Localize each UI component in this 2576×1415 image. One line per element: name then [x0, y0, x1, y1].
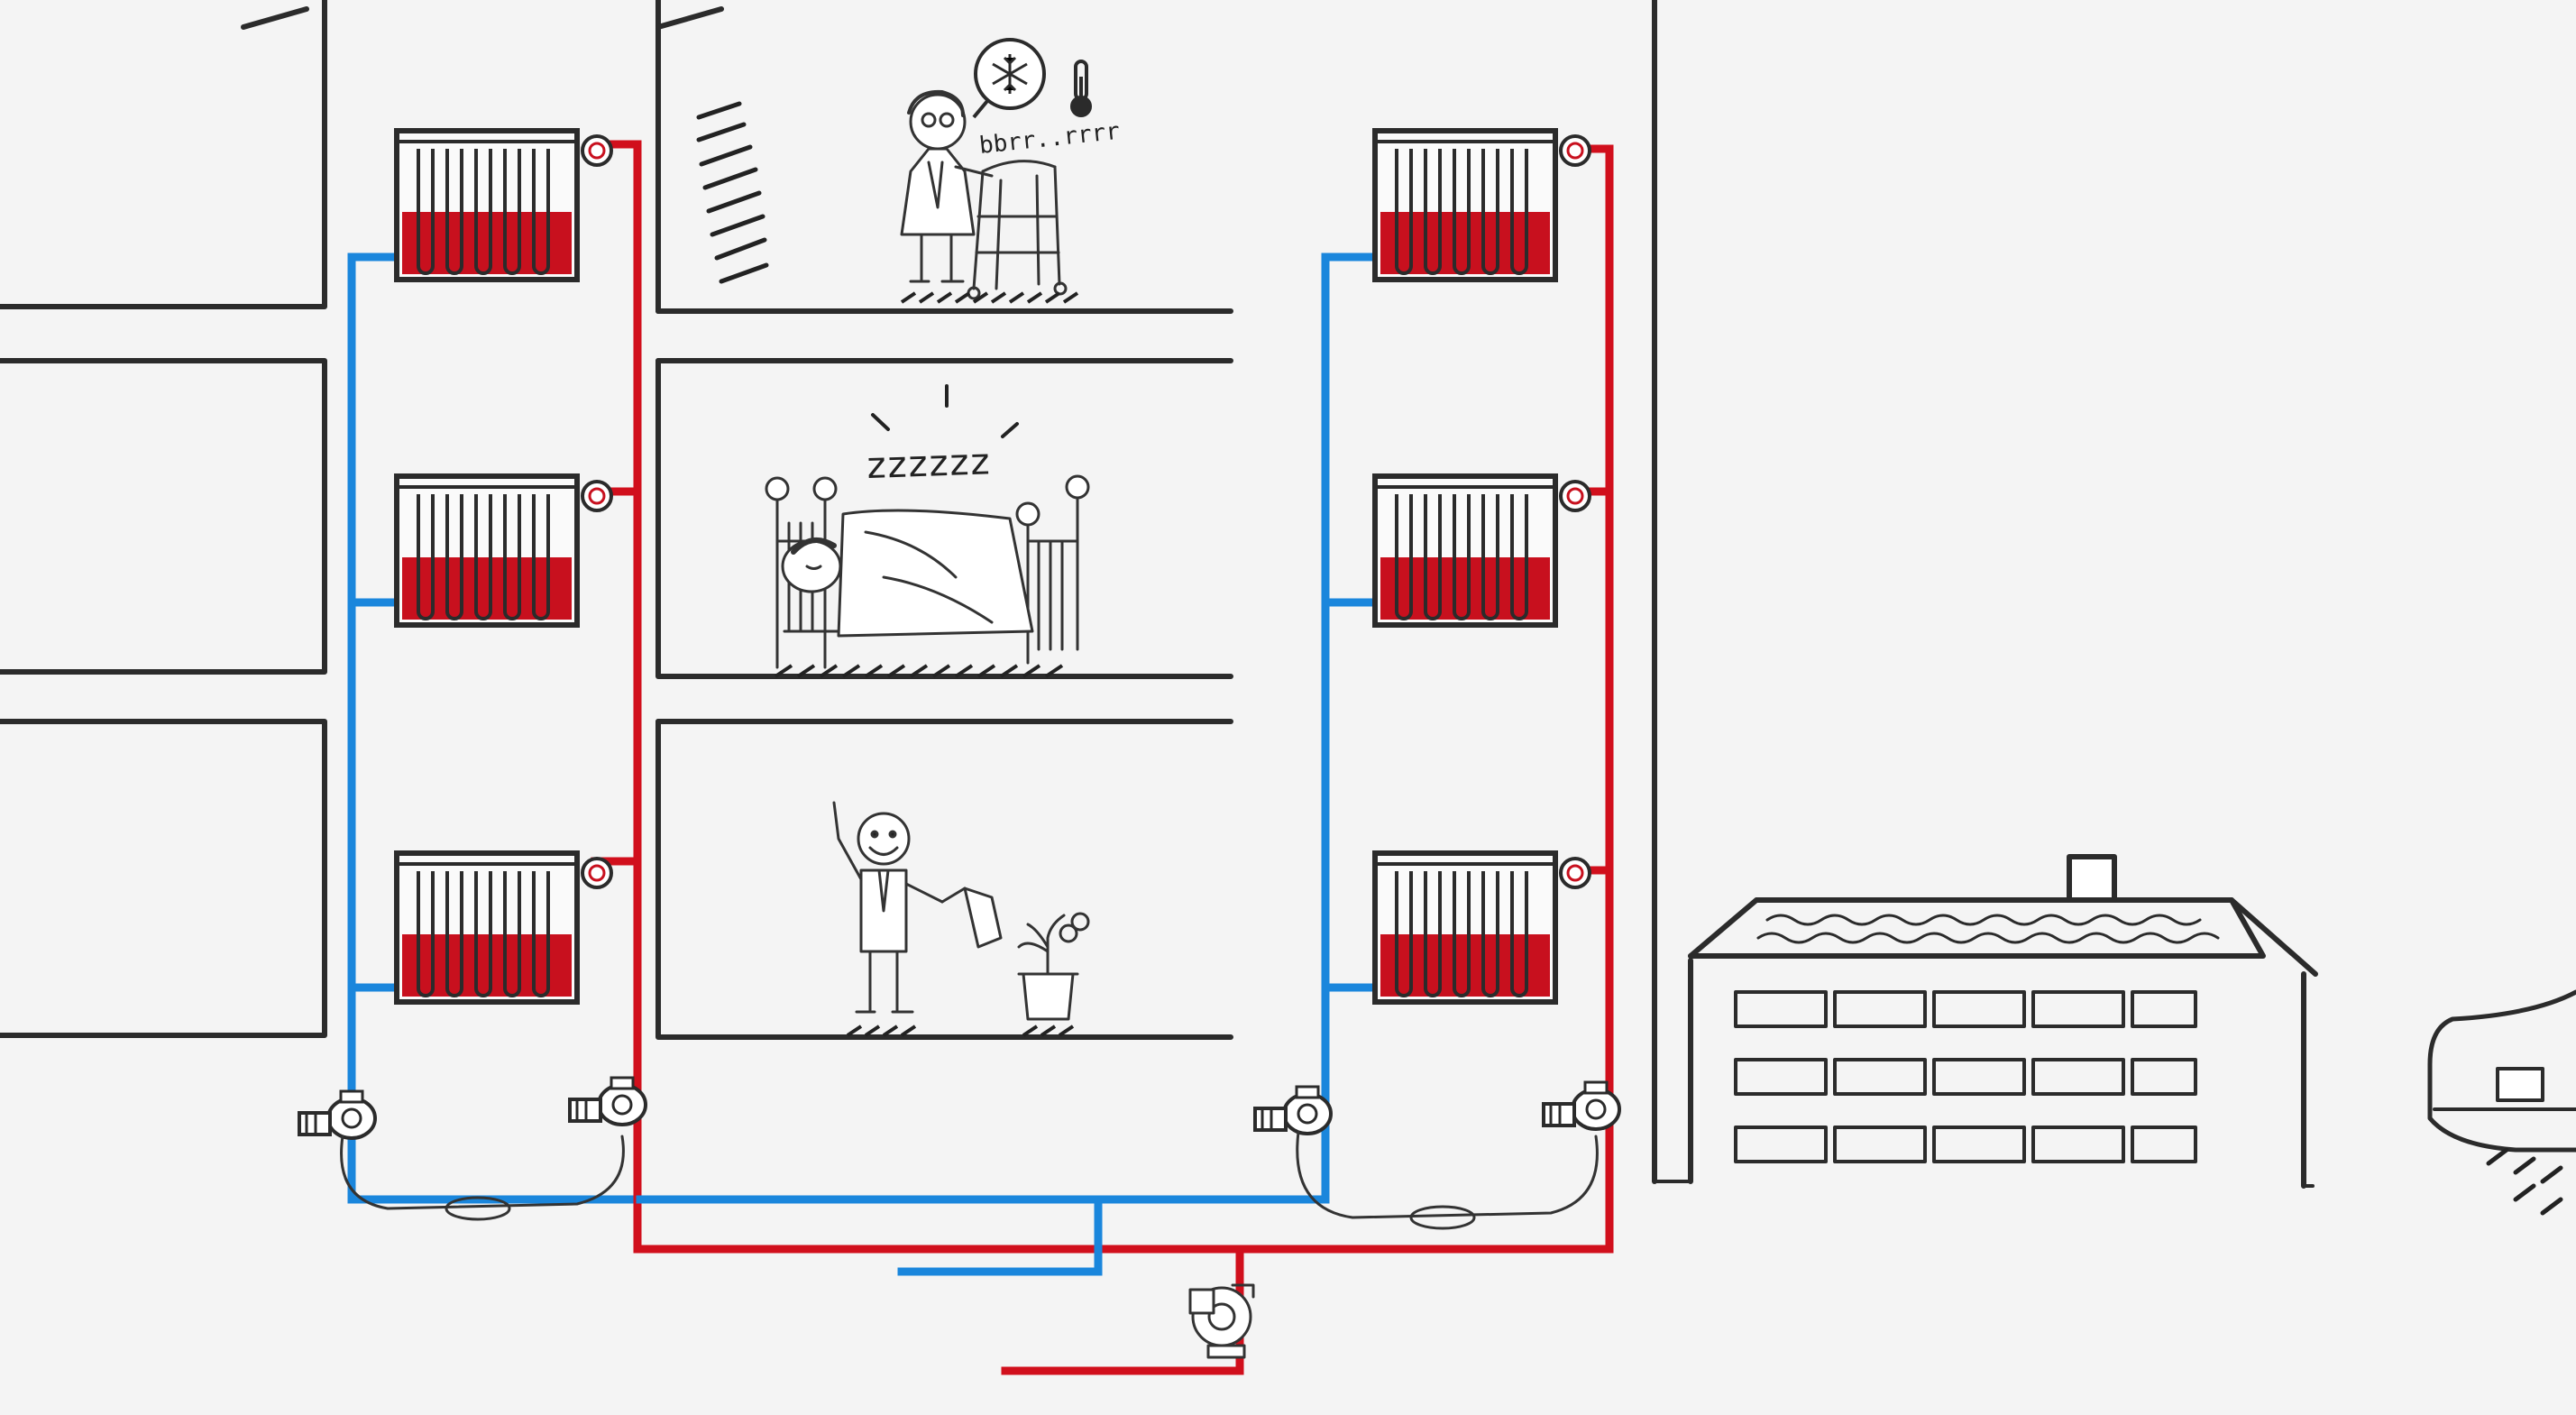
left-building — [0, 0, 327, 1038]
radiator-left-middle — [397, 476, 611, 625]
man-floor-hatching — [846, 1024, 1075, 1037]
valve-right-hot — [1542, 1080, 1621, 1131]
bed-floor-hatching — [774, 664, 1064, 678]
sleeping-person — [781, 509, 1034, 638]
radiator-right-middle — [1375, 476, 1590, 625]
sensor-cables — [340, 1130, 1599, 1230]
neighbor-house — [1653, 854, 2318, 1189]
main-circulation-pump — [1188, 1283, 1255, 1359]
floor-hatching — [900, 291, 1079, 304]
walker — [967, 160, 1068, 300]
cold-floor-scene: bbrr..rrrr — [696, 38, 1122, 304]
sleeping-floor-scene: zzzzzz — [765, 384, 1090, 678]
elderly-woman-figure — [900, 89, 994, 283]
parked-car — [2427, 989, 2576, 1216]
warm-floor-scene — [832, 801, 1090, 1037]
shiver-text: bbrr..rrrr — [978, 118, 1122, 160]
snowflake-icon — [992, 54, 1028, 94]
thermometer-icon — [1070, 60, 1092, 117]
pump-left-cold — [298, 1089, 377, 1140]
radiator-right-top — [1375, 131, 1590, 280]
apartment-building — [655, 0, 1657, 1184]
watering-can — [940, 887, 1003, 949]
valve-left-hot — [568, 1076, 647, 1126]
main-supply-pipes — [897, 1195, 1244, 1375]
radiator-right-bottom — [1375, 853, 1590, 1002]
snore-text: zzzzzz — [866, 441, 993, 487]
radiator-left-top — [397, 131, 611, 280]
window-hatching — [696, 101, 769, 284]
pump-right-cold — [1253, 1085, 1333, 1135]
sleep-lines — [871, 384, 1019, 438]
potted-flower — [1017, 912, 1090, 1021]
thought-bubble — [972, 38, 1046, 119]
radiator-left-bottom — [397, 853, 611, 1002]
happy-man — [832, 801, 944, 1014]
